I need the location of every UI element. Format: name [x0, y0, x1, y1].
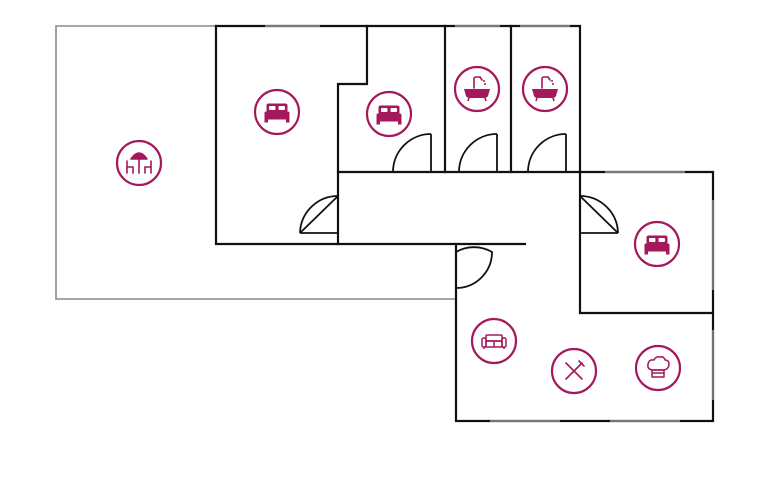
doors: [299, 133, 619, 289]
door: [299, 195, 339, 234]
terrace-outline: [55, 25, 456, 300]
windows: [265, 25, 714, 422]
bedroom-partition: [336, 24, 369, 246]
bed-icon: [253, 88, 301, 136]
door: [392, 133, 432, 173]
bedroom3-wall: [578, 170, 715, 315]
sofa-icon: [470, 317, 518, 365]
patio-umbrella-table-icon: [115, 139, 163, 187]
bed-icon: [633, 220, 681, 268]
outer-wall-top: [214, 24, 715, 423]
chef-hat-icon: [634, 344, 682, 392]
bathtub-icon: [521, 65, 569, 113]
walls: [55, 24, 715, 423]
bed-icon: [365, 90, 413, 138]
door: [579, 195, 619, 234]
bathtub-icon: [453, 65, 501, 113]
door: [458, 133, 498, 173]
door: [527, 133, 567, 173]
outer-wall-left: [214, 24, 527, 246]
fork-knife-icon: [550, 347, 598, 395]
door: [455, 246, 493, 289]
